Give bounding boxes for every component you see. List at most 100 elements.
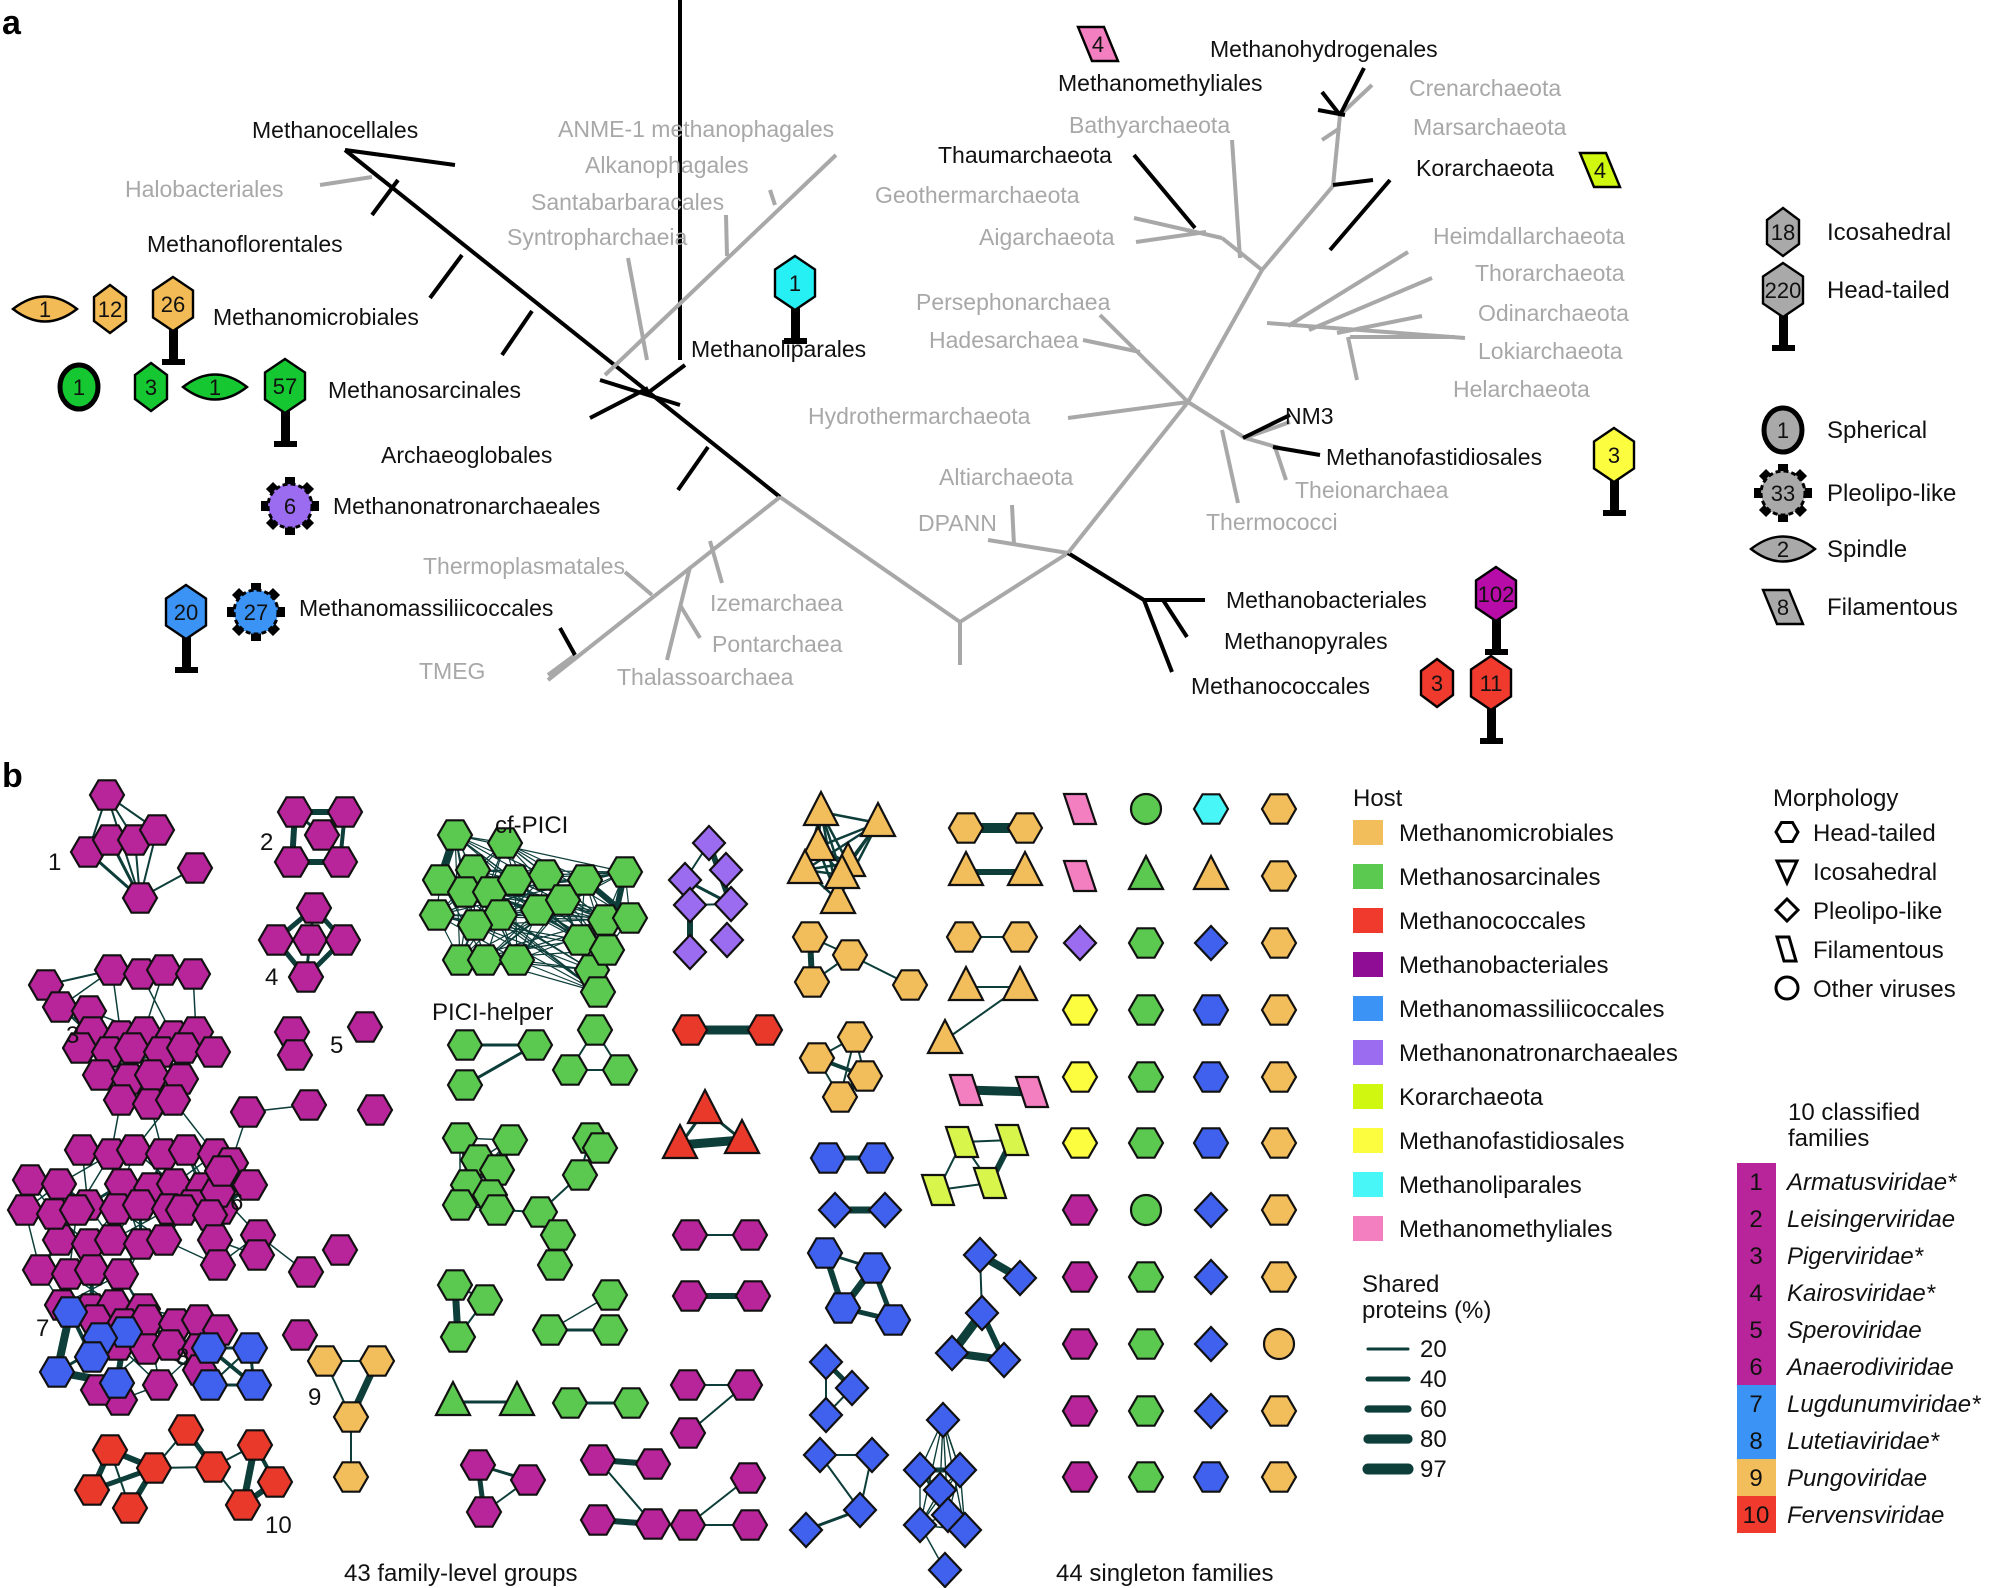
network-node bbox=[920, 1173, 956, 1207]
icosahedral-capsid-icon bbox=[133, 361, 169, 413]
network-node bbox=[194, 1036, 232, 1068]
spherical-icon bbox=[1761, 405, 1805, 455]
purple-triad-3 bbox=[669, 1462, 769, 1541]
tree-branch bbox=[1135, 230, 1207, 244]
network-labels: 1 2 3 4 5 6 7 8 9 10 cf-PICI PICI-helper… bbox=[36, 812, 1273, 1587]
badge-count: 26 bbox=[161, 292, 185, 317]
network-node bbox=[456, 909, 494, 941]
network-node bbox=[591, 1279, 629, 1311]
pleolipo-spike-icon bbox=[1802, 488, 1812, 498]
network-node bbox=[446, 1029, 484, 1061]
singleton-node bbox=[1127, 1261, 1165, 1293]
network-node bbox=[566, 864, 604, 896]
network-node bbox=[165, 1032, 203, 1064]
pleolipo-spike-icon bbox=[227, 607, 237, 617]
badge-count: 57 bbox=[273, 374, 297, 399]
network-node bbox=[902, 1506, 938, 1544]
singleton-node bbox=[1260, 860, 1298, 892]
legend-pleolipo-like-glyph: 33 bbox=[1754, 464, 1812, 522]
legend-icosahedral-glyph: 18 bbox=[1765, 206, 1801, 258]
tail-plate-icon bbox=[1480, 738, 1503, 744]
network-node bbox=[58, 1194, 96, 1226]
tree-label-hydrothermarchaeota: Hydrothermarchaeota bbox=[808, 403, 1031, 429]
tree-label-thalassoarchaea: Thalassoarchaea bbox=[617, 664, 794, 690]
badge-count: 4 bbox=[1594, 158, 1606, 183]
family-number: 6 bbox=[1749, 1354, 1762, 1381]
pici-helper-cluster-2 bbox=[551, 1014, 639, 1086]
singleton-node bbox=[1129, 792, 1163, 826]
network-node bbox=[93, 954, 131, 986]
pici-helper-cluster-1 bbox=[446, 1029, 554, 1101]
badge-count: 33 bbox=[1771, 481, 1795, 506]
tail-plate-icon bbox=[784, 338, 807, 344]
tree-label-crenarchaeota: Crenarchaeota bbox=[1409, 75, 1561, 101]
singleton-node bbox=[1061, 1461, 1099, 1493]
singleton-node bbox=[1260, 1261, 1298, 1293]
singleton-node bbox=[1062, 924, 1098, 962]
singleton-node bbox=[1260, 793, 1298, 825]
legend-icosahedral-label: Icosahedral bbox=[1827, 219, 1951, 246]
tree-label-archaeoglobales: Archaeoglobales bbox=[381, 442, 552, 468]
family-number: 3 bbox=[1749, 1243, 1762, 1270]
badge-methanococcales-icosahedral: 3 bbox=[1419, 657, 1455, 709]
network-node bbox=[834, 1369, 870, 1407]
network-node bbox=[203, 1155, 241, 1187]
badge-methanomicrobiales-icosahedral: 12 bbox=[92, 283, 128, 335]
legend-filamentous-label: Filamentous bbox=[1827, 594, 1958, 621]
network-node bbox=[945, 921, 983, 953]
cluster-label-4: 4 bbox=[265, 964, 278, 991]
head-tailed-capsid-icon bbox=[1761, 261, 1805, 319]
spherical-icon bbox=[57, 362, 101, 412]
tree-label-altiarchaeota: Altiarchaeota bbox=[939, 464, 1073, 490]
host-legend-label: Methanobacteriales bbox=[1399, 952, 1608, 979]
network-node bbox=[576, 1014, 614, 1046]
network-node bbox=[321, 846, 359, 878]
network-node bbox=[942, 1451, 978, 1489]
singleton-node bbox=[1260, 927, 1298, 959]
tree-label-helarchaeota: Helarchaeota bbox=[1453, 376, 1590, 402]
host-legend-label: Methanofastidiosales bbox=[1399, 1128, 1624, 1155]
pleolipo-spike-icon bbox=[1754, 488, 1764, 498]
pleolipo-like-icon bbox=[266, 482, 314, 530]
tail-icon bbox=[791, 301, 800, 341]
network-node bbox=[809, 1142, 847, 1174]
purple-triad-1 bbox=[459, 1449, 547, 1528]
tree-label-korarchaeota: Korarchaeota bbox=[1416, 155, 1554, 181]
network-node bbox=[671, 1280, 709, 1312]
shared-proteins-title-2: proteins (%) bbox=[1362, 1297, 1491, 1324]
network-node bbox=[290, 1089, 328, 1121]
tree-branch bbox=[1338, 67, 1366, 116]
shared-proteins-value: 40 bbox=[1420, 1366, 1447, 1393]
badge-methanosarcinales-spindle: 1 bbox=[181, 373, 249, 401]
tree-label-pontarchaea: Pontarchaea bbox=[712, 631, 843, 657]
tail-plate-icon bbox=[1772, 345, 1795, 351]
tail-plate-icon bbox=[1603, 510, 1626, 516]
network-node bbox=[73, 1254, 111, 1286]
network-node bbox=[634, 1448, 672, 1480]
legend-spherical-glyph: 1 bbox=[1761, 405, 1805, 455]
morphology-legend-label: Head-tailed bbox=[1813, 820, 1936, 847]
tree-branch bbox=[1186, 269, 1264, 403]
host-legend-label: Methanomethyliales bbox=[1399, 1216, 1612, 1243]
family-name: Lutetiaviridae* bbox=[1787, 1428, 1940, 1455]
network-node bbox=[224, 1489, 262, 1521]
network-node bbox=[934, 1334, 970, 1372]
tree-branch bbox=[1010, 504, 1016, 546]
network-node bbox=[606, 856, 644, 888]
pici-helper-cluster-5 bbox=[531, 1279, 629, 1346]
tree-branch bbox=[1336, 314, 1423, 335]
blue-diamond-chain bbox=[788, 1436, 890, 1549]
tree-branch bbox=[1220, 429, 1240, 504]
badge-count: 102 bbox=[1478, 582, 1515, 607]
network-node bbox=[257, 924, 295, 956]
tree-label-methanoliparales: Methanoliparales bbox=[691, 336, 866, 362]
cf-pici-cluster bbox=[418, 819, 649, 1008]
network-node bbox=[806, 1237, 844, 1269]
shared-proteins-value: 80 bbox=[1420, 1426, 1447, 1453]
head-tailed-capsid-icon bbox=[1469, 654, 1513, 712]
network-node bbox=[486, 827, 524, 859]
network-node bbox=[601, 1054, 639, 1086]
network-node bbox=[611, 902, 649, 934]
green-icosahedral-pair bbox=[434, 1379, 536, 1417]
